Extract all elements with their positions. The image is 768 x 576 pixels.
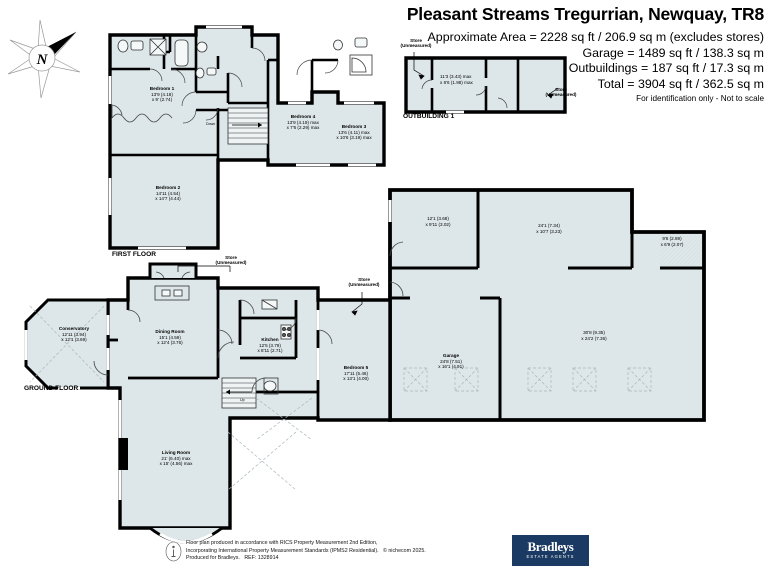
room-label-garage-room-upper-right: 9'6 (2.89) x 6'9 (2.07) [660,236,684,247]
room-label-kitchen: Kitchen 12'5 (3.79) x 8'11 (2.71) [257,337,283,354]
garage-block-plan [388,188,706,422]
room-label-garage-room-upper-centre: 24'1 (7.34) x 10'7 (3.23) [536,223,562,234]
room-label-bedroom-5: Bedroom 5 17'11 (5.46) x 13'1 (4.00) [343,365,369,382]
outbuilding-label: OUTBUILDING 1 [403,113,455,120]
ground-door-swings [93,299,333,393]
windows-first-floor [108,25,376,250]
staircase-first-floor [227,107,269,145]
svg-text:N: N [36,52,49,68]
door-swings [149,47,339,124]
room-label-bedroom-2: Bedroom 2 14'11 (4.54) x 14'7 (4.44) [155,185,181,202]
footer-line-2: Incorporating International Property Mea… [186,547,379,554]
store-callout-ground-floor: Store (Unmeasured) [348,277,380,288]
footer-line-3: Produced for Bradleys. [186,555,240,562]
scale-disclaimer: For identification only - Not to scale [636,94,764,103]
ground-floor-label: GROUND FLOOR [24,385,79,392]
store-callout-outbuilding-right: Store (Unmeasured) [545,87,577,98]
page-title: Pleasant Streams Tregurrian, Newquay, TR… [406,4,764,24]
footer-copyright: © nichecom 2025. [382,547,426,554]
store-callout-first-floor: Store (Unmeasured) [215,255,247,266]
bathroom-fixtures [117,37,373,79]
brand-tagline: ESTATE AGENTS [526,554,575,559]
room-label-garage: Garage 24'8 (7.51) x 16'1 (4.91) [438,353,464,370]
footer-ref: REF: 1328914 [244,555,279,562]
first-floor-plan [108,25,386,250]
approximate-area: Approximate Area = 2228 sq ft / 206.9 sq… [427,30,764,44]
outbuildings-area: Outbuildings = 187 sq ft / 17.3 sq m [568,61,764,75]
room-label-garage-room-upper-left: 12'1 (3.68) x 9'11 (3.02) [425,216,451,227]
room-label-garage-main-right: 30'8 (9.35) x 24'2 (7.36) [581,330,607,341]
windows-ground-floor [24,310,320,500]
room-label-dining-room: Dining Room 15'1 (4.59) x 12'4 (3.76) [155,329,185,346]
brand-name: Bradleys [527,539,574,554]
garage-area: Garage = 1489 sq ft / 138.3 sq m [582,45,765,60]
garage-doors [389,241,404,297]
room-label-outbuilding: 11'3 (3.43) max x 6'6 (1.98) max [440,74,473,85]
kitchen-fittings [154,285,292,395]
outbuilding-plan [404,52,567,114]
stair-up-label: Up [240,398,245,402]
store-leader-lines [413,52,559,99]
room-label-bedroom-4: Bedroom 4 13'9 (4.19) max x 7'6 (2.29) m… [286,114,320,131]
room-label-living-room: Living Room 21' (6.40) max x 15' (4.56) … [159,450,193,467]
first-floor-label: FIRST FLOOR [112,251,156,258]
area-summary: Approximate Area = 2228 sq ft / 206.9 sq… [428,30,764,106]
staircase-ground-floor [221,377,257,409]
room-label-conservatory: Conservatory 12'11 (3.94) x 12'1 (3.69) [58,326,90,343]
outbuilding-doors [421,79,508,109]
compass-rose: N [7,19,81,99]
ground-floor-plan [24,262,392,544]
bradleys-logo: Bradleys ESTATE AGENTS [512,535,589,566]
fitted-wardrobe-symbol [111,113,173,123]
footer-text: Floor plan produced in accordance with R… [186,540,426,563]
room-label-bedroom-1: Bedroom 1 13'9 (4.18) x 9' (2.74) [149,86,175,103]
store-callout-outbuilding-left: Store (Unmeasured) [400,38,432,49]
info-icon [165,541,182,562]
total-area: Total = 3904 sq ft / 362.5 sq m [597,76,764,91]
room-label-bedroom-3: Bedroom 3 13'6 (4.11) max x 10'6 (3.19) … [336,124,372,141]
parking-bay-symbols [403,367,652,392]
stair-down-label: Down [206,122,216,126]
footer-line-1: Floor plan produced in accordance with R… [186,540,378,546]
